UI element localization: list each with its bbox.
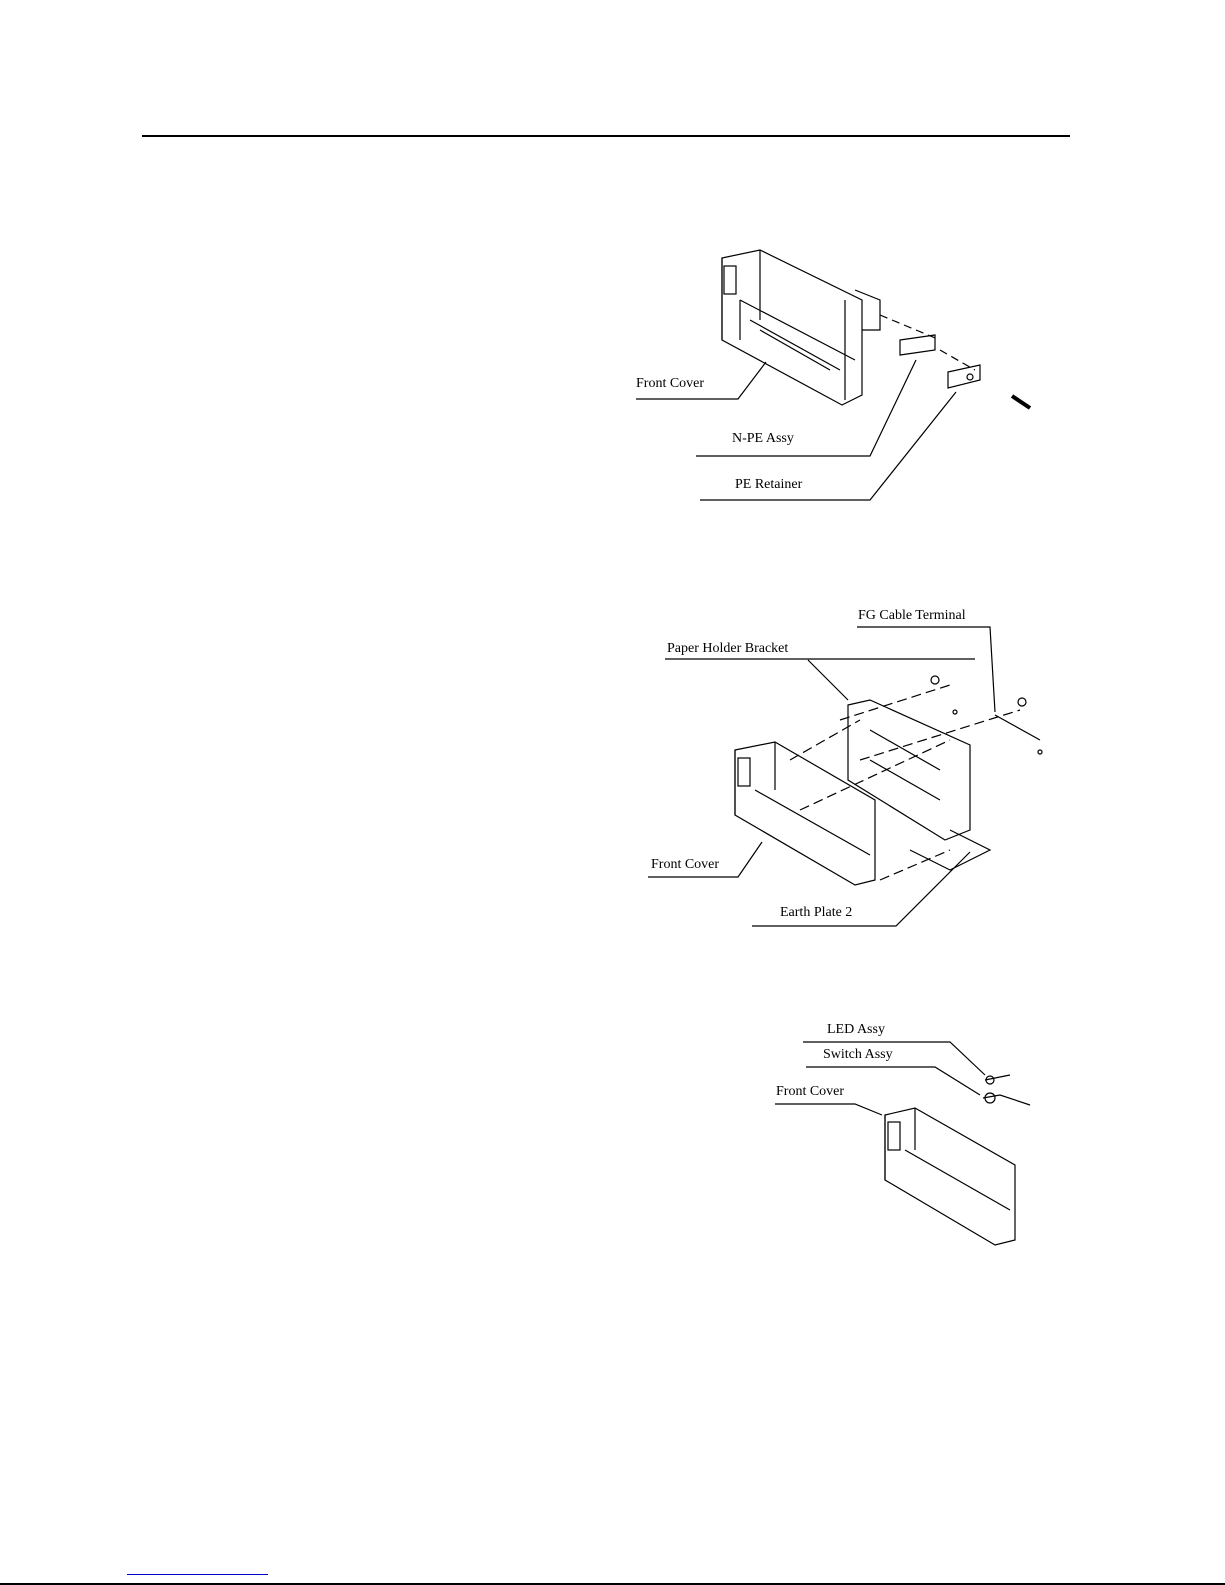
label-paper-holder-bracket: Paper Holder Bracket [667,641,789,656]
footer-link-underline[interactable] [127,1574,268,1575]
label-front-cover-3: Front Cover [776,1084,845,1099]
pe-retainer-part [947,364,981,389]
figure2-drawing [648,626,1043,927]
label-npe-assy: N-PE Assy [732,431,794,446]
figure1-drawing [636,249,1032,501]
earth-plate-part [909,829,992,871]
header-rule [142,135,1070,137]
paper-holder-bracket-part [847,699,971,841]
label-front-cover-2: Front Cover [651,857,720,872]
footer-rule [0,1583,1225,1585]
label-front-cover-1: Front Cover [636,376,705,391]
direction-arrow [1010,394,1032,410]
label-led-assy: LED Assy [827,1022,885,1037]
label-fg-cable-terminal: FG Cable Terminal [858,608,966,623]
label-switch-assy: Switch Assy [823,1047,893,1062]
npe-assy-part [899,334,936,356]
label-pe-retainer: PE Retainer [735,477,803,492]
label-earth-plate: Earth Plate 2 [780,905,853,920]
figure3-drawing [775,1041,1031,1246]
